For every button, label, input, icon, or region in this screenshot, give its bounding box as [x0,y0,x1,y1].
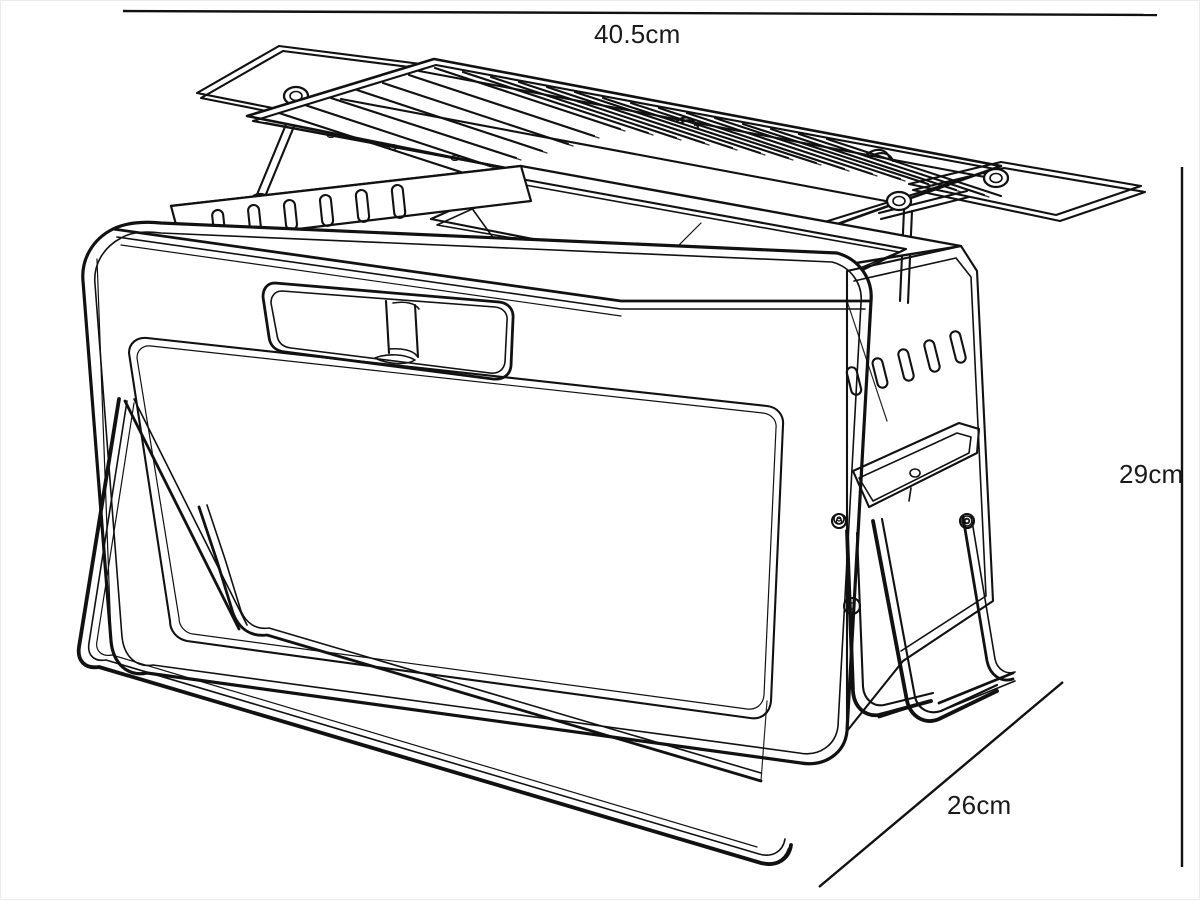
leg-frames [76,397,1016,866]
leg-front-right [871,519,999,723]
width-dimension-label: 40.5cm [594,19,681,49]
shelf-hinge-knuckle-right [885,190,913,212]
lid-handle [261,281,515,381]
depth-dimension-label: 26cm [947,790,1012,820]
leg-pivot-rivet-right [958,512,976,530]
leg-rear-right [845,529,933,718]
leg-pivot-rivet-rear [830,512,848,530]
side-handle [851,421,981,509]
right-side-shelf [877,160,1147,305]
width-dimension-line [122,9,1158,17]
front-recessed-panel [127,336,785,720]
leg-pivot-rivet-left [842,596,862,616]
grill-body [81,164,995,766]
height-dimension-label: 29cm [1119,459,1184,489]
body-shell [81,220,873,766]
grate-cross-bar-mid [339,97,909,207]
leg-outer-right [961,515,1015,682]
depth-dimension-line [818,681,1064,888]
vent-slots-right-panel [845,330,967,396]
construction-hints [760,300,904,782]
shelf-hinge-knuckle-right-outer [982,167,1010,189]
dimension-lines [122,9,1184,888]
